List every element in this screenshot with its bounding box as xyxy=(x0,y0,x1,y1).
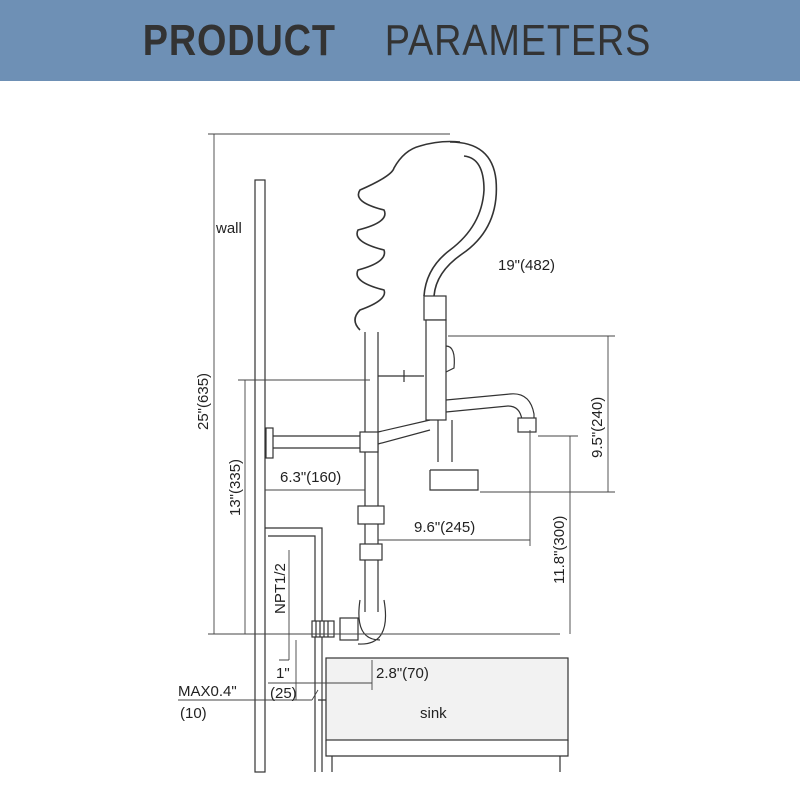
wall-arm xyxy=(273,435,360,449)
hose-connector xyxy=(423,295,447,321)
sink-legs xyxy=(318,699,569,772)
inlet-elbow xyxy=(357,599,387,645)
dim-13-line xyxy=(238,379,370,634)
label-offset-sink: 2.8"(70) xyxy=(376,665,429,682)
spray-valve xyxy=(425,319,447,421)
sink-basin xyxy=(325,657,569,741)
label-npt: NPT1/2 xyxy=(272,563,289,614)
dim-npt-line xyxy=(279,550,290,661)
label-height-total: 25"(635) xyxy=(195,373,212,430)
label-max-mm: (10) xyxy=(180,705,207,722)
label-spout-reach: 9.6"(245) xyxy=(414,519,475,536)
label-height-faucet: 9.5"(240) xyxy=(589,397,606,458)
spring-coil xyxy=(354,140,461,331)
valve-hook xyxy=(378,370,424,382)
label-height-spout: 11.8"(300) xyxy=(551,516,568,584)
label-max-in: MAX0.4" xyxy=(178,683,237,700)
hose xyxy=(423,141,498,297)
dim-1in-line xyxy=(268,640,326,700)
label-inlet-in: 1" xyxy=(276,665,290,682)
faucet-diagram: wall 19"(482) 25"(635) 13"(335) 9.5"(240… xyxy=(178,133,615,773)
wall-bracket-plate xyxy=(265,427,274,459)
label-sink: sink xyxy=(420,705,447,722)
inlet-fitting xyxy=(311,620,335,638)
dim-11-8-line xyxy=(538,435,578,634)
pipe-coupling xyxy=(357,505,385,525)
label-hose: 19"(482) xyxy=(498,257,555,274)
header-banner: PRODUCT PARAMETERS xyxy=(0,0,800,81)
spout xyxy=(445,393,535,421)
header-title-bold: PRODUCT xyxy=(142,15,336,65)
dim-9-6-line xyxy=(378,430,531,546)
label-wall-offset: 6.3"(160) xyxy=(280,469,341,486)
pipe-nut xyxy=(359,543,383,561)
wall-panel xyxy=(254,179,266,773)
spray-head xyxy=(429,420,479,491)
label-wall: wall xyxy=(215,220,242,237)
label-inlet-mm: (25) xyxy=(270,685,297,702)
arm-clamp xyxy=(359,431,379,453)
header-title-light: PARAMETERS xyxy=(385,15,652,65)
dim-2-8-line xyxy=(326,660,373,690)
faucet-arm xyxy=(377,419,431,445)
dim-25-line xyxy=(208,133,560,635)
spray-lever xyxy=(445,345,455,373)
riser-pipe xyxy=(364,332,379,612)
inlet-nut xyxy=(339,617,359,641)
dim-max-line xyxy=(178,689,319,701)
spout-aerator xyxy=(517,417,537,433)
inlet-threads xyxy=(315,621,329,637)
label-height-mount: 13"(335) xyxy=(227,459,244,516)
dim-9-5-line xyxy=(448,335,615,493)
